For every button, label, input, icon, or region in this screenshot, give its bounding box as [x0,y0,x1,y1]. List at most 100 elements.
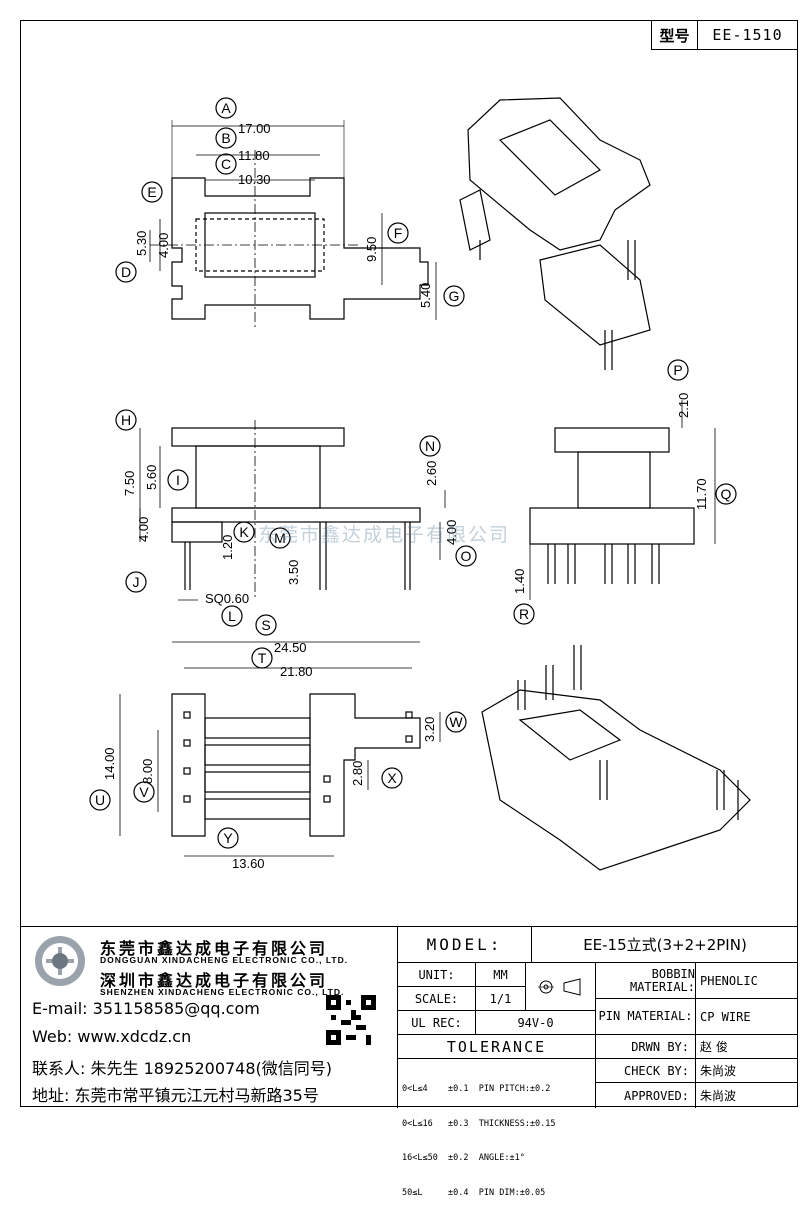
label-d: D [121,264,131,280]
dim-h: 7.50 [122,471,137,496]
contact-person: 联系人: 朱先生 18925200748(微信同号) [32,1059,333,1078]
dim-v: 8.00 [140,759,155,784]
scale-label: SCALE: [398,987,476,1011]
tolerance-table: 0<L≤4 ±0.1 PIN PITCH:±0.2 0<L≤16 ±0.3 TH… [398,1059,596,1198]
check-by-label: CHECK BY: [596,1059,696,1083]
dim-s: 24.50 [274,640,307,655]
bobbin-material-label: BOBBIN MATERIAL: [596,963,696,999]
label-c: C [221,156,231,172]
label-m: M [274,530,286,546]
label-circle-p [667,359,689,381]
company-en-name-shenzhen: SHENZHEN XINDACHENG ELECTRONIC CO., LTD. [100,987,345,997]
dim-a: 17.00 [238,121,271,136]
drawing-frame [20,20,798,1107]
pin-material-label: PIN MATERIAL: [596,999,696,1035]
dim-w: 3.20 [422,717,437,742]
front-view [139,420,446,601]
label-q: Q [721,486,732,502]
ulrec-value: 94V-0 [476,1011,596,1035]
bobbin-material-value: PHENOLIC [696,963,798,999]
check-by-value: 朱尚波 [696,1059,798,1083]
label-circle-g [443,285,465,307]
label-l: L [228,608,236,624]
dim-j: 4.00 [136,517,151,542]
dim-u: 14.00 [102,747,117,780]
dim-t: 21.80 [280,664,313,679]
label-circle-k [233,521,255,543]
label-circle-o [455,545,477,567]
qr-code-icon [326,995,376,1045]
dim-n: 2.60 [424,461,439,486]
label-i: I [176,472,180,488]
website[interactable]: Web: www.xdcdz.cn [32,1027,192,1046]
title-block: 东莞市鑫达成电子有限公司 DONGGUAN XINDACHENG ELECTRO… [20,926,798,1198]
dim-o: 4.00 [444,520,459,545]
label-o: O [461,548,472,564]
dim-m: 3.50 [286,560,301,585]
label-n: N [425,438,435,454]
isometric-view-bottom [481,645,751,871]
company-en-name-dongguan: DONGGUAN XINDACHENG ELECTRONIC CO., LTD. [100,955,349,965]
label-circle-w [445,711,467,733]
label-circle-m [269,527,291,549]
company-panel: 东莞市鑫达成电子有限公司 DONGGUAN XINDACHENG ELECTRO… [20,927,398,1108]
label-t: T [258,650,267,666]
label-s: S [261,617,270,633]
email[interactable]: E-mail: 351158585@qq.com [32,999,260,1018]
dim-x: 2.80 [350,761,365,786]
approved-label: APPROVED: [596,1083,696,1108]
label-circle-b [215,127,237,149]
label-circle-t [251,647,273,669]
label-circle-q [715,483,737,505]
model-label: MODEL: [398,927,532,963]
label-g: G [449,288,460,304]
company-cn-name-shenzhen: 深圳市鑫达成电子有限公司 [100,971,329,990]
label-e: E [147,184,156,200]
unit-value: MM [476,963,526,987]
tolerance-row: 16<L≤50 ±0.2 ANGLE:±1° [402,1153,525,1163]
technical-drawing: 17.00 11.80 10.30 5.30 4.00 9.50 5.40 7.… [89,97,751,871]
label-circle-x [381,767,403,789]
side-view [529,400,716,600]
drawn-by-label: DRWN BY: [596,1035,696,1059]
dim-p: 2.10 [676,393,691,418]
label-r: R [519,606,529,622]
label-j: J [133,574,140,590]
label-circle-n [419,435,441,457]
dim-b: 11.80 [238,148,270,163]
address: 地址: 东莞市常平镇元江元村马新路35号 [32,1086,319,1105]
label-u: U [95,792,105,808]
dim-i: 5.60 [144,465,159,490]
label-circle-s [255,614,277,636]
label-p: P [673,362,682,378]
label-circle-e [141,181,163,203]
projection-symbol [526,963,596,1011]
tolerance-label: TOLERANCE [398,1035,596,1059]
label-x: X [387,770,397,786]
model-value: EE-15立式(3+2+2PIN) [532,927,798,963]
label-circle-l [221,605,243,627]
tolerance-row: 0<L≤16 ±0.3 THICKNESS:±0.15 [402,1118,556,1129]
label-k: K [239,524,249,540]
top-view [149,120,437,330]
label-circle-i [167,469,189,491]
dim-q: 11.70 [694,478,709,510]
label-circle-y [217,827,239,849]
unit-label: UNIT: [398,963,476,987]
label-circle-u [89,789,111,811]
label-h: H [121,412,131,428]
pin-material-value: CP WIRE [696,999,798,1035]
label-circle-v [133,781,155,803]
dim-y: 13.60 [232,856,265,871]
dim-k: 1.20 [220,535,235,560]
label-circle-d [115,261,137,283]
dim-e: 5.30 [134,231,149,256]
label-circle-a [215,97,237,119]
label-y: Y [223,830,233,846]
model-tag-value: EE-1510 [712,26,783,44]
dim-l: SQ0.60 [205,591,249,606]
dim-f: 9.50 [364,237,379,262]
model-tag-key: 型号 [652,21,698,49]
dim-c: 10.30 [238,172,271,187]
